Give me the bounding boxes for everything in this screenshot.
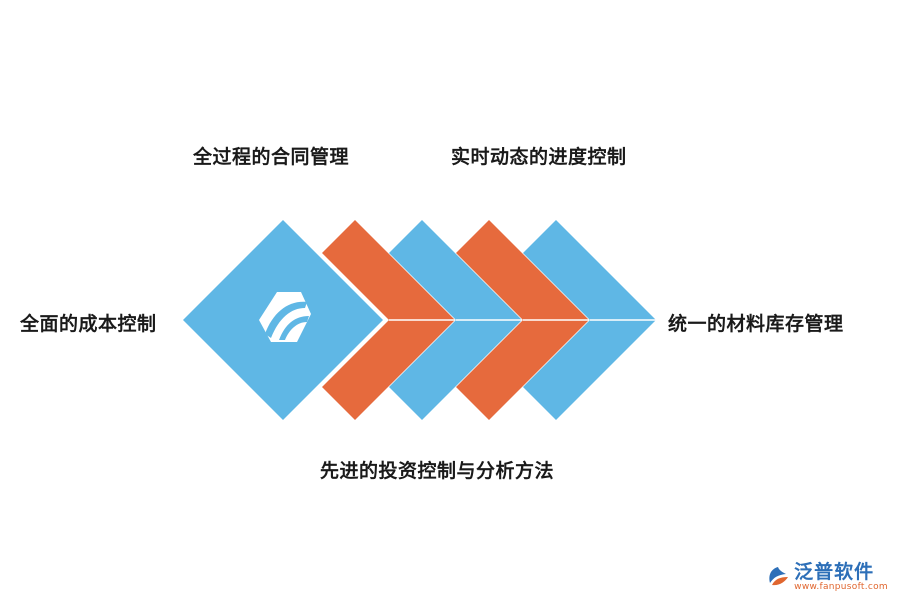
- watermark: 泛普软件 www.fanpusoft.com: [766, 562, 888, 592]
- label-contract-management: 全过程的合同管理: [193, 146, 350, 168]
- label-material-inventory: 统一的材料库存管理: [668, 313, 844, 335]
- watermark-url: www.fanpusoft.com: [794, 582, 888, 592]
- brand-logo-icon: [769, 567, 789, 586]
- watermark-brand-name: 泛普软件: [794, 561, 875, 583]
- label-investment-analysis: 先进的投资控制与分析方法: [320, 460, 555, 482]
- chevron-3: [456, 220, 589, 420]
- leaf-logo-icon: [259, 292, 311, 342]
- label-cost-control: 全面的成本控制: [20, 313, 157, 335]
- chevron-2: [389, 220, 522, 420]
- label-progress-control: 实时动态的进度控制: [451, 146, 627, 168]
- chevron-4: [523, 220, 656, 420]
- chevron-1: [322, 220, 455, 420]
